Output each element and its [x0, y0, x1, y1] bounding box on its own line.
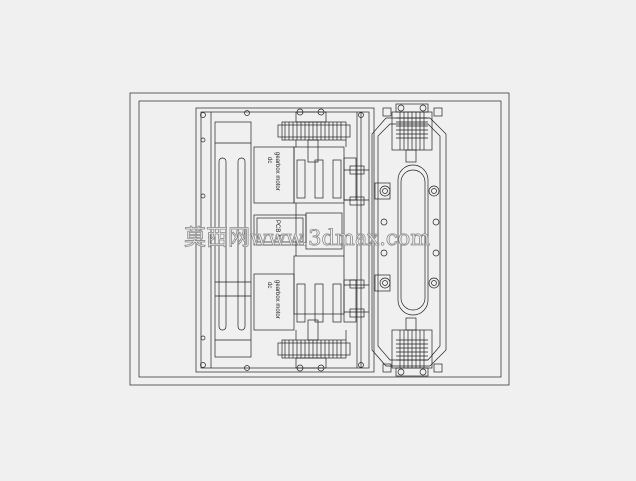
motor-top-label-2: dc [266, 157, 272, 163]
watermark: 莫西网 www.3dmax.com [184, 226, 431, 252]
motor-bottom: gearbox motor dc [253, 255, 369, 331]
center-box-label: PCB 板 [274, 220, 282, 240]
right-frame [371, 117, 447, 367]
outer-frame [129, 92, 510, 386]
gearbox-bottom [382, 317, 443, 377]
chassis-plate [195, 107, 375, 373]
motor-top: gearbox motor dc [253, 146, 369, 206]
gearbox-top [382, 103, 443, 163]
motor-bottom-label-1: gearbox motor [274, 280, 280, 319]
wheel-top [277, 108, 351, 163]
watermark-url: www.3dmax.com [250, 226, 430, 250]
center-box: PCB 板 [253, 203, 345, 256]
left-slot-group [214, 121, 252, 358]
motor-top-label-1: gearbox motor [274, 152, 280, 191]
wheel-bottom [277, 319, 351, 372]
inner-frame [138, 100, 502, 378]
motor-bottom-label-2: dc [266, 282, 272, 288]
watermark-cjk: 莫西网 [184, 226, 250, 251]
